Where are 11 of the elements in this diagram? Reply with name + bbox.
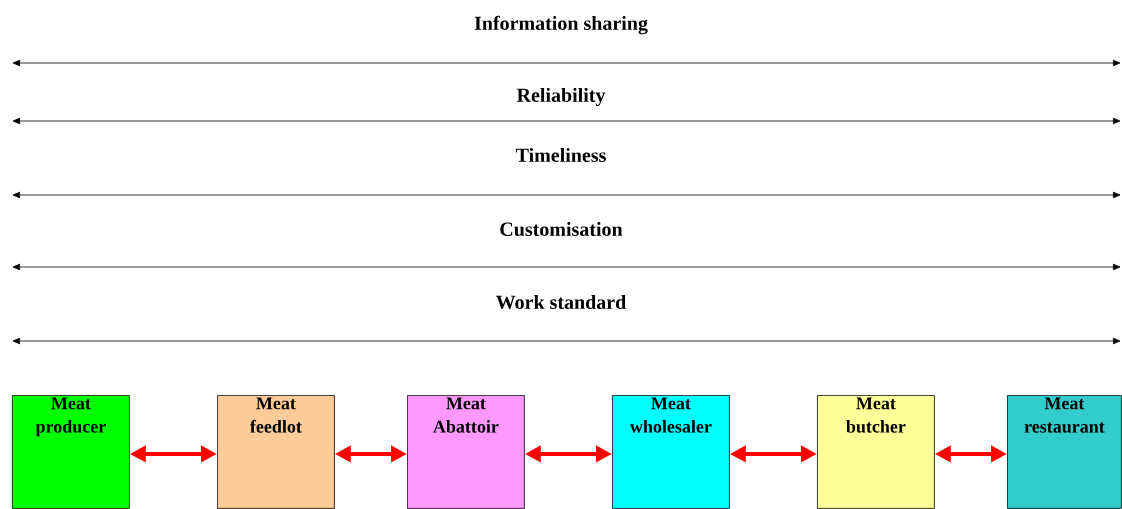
process-box: Meat restaurant — [1007, 395, 1122, 509]
heading: Timeliness — [515, 147, 606, 162]
process-box: Meat producer — [12, 395, 130, 509]
process-box: Meat Abattoir — [407, 395, 525, 509]
heading: Reliability — [516, 87, 606, 107]
process-box: Meat butcher — [817, 395, 935, 509]
heading: Customisation — [500, 221, 623, 237]
process-box: Meat wholesaler — [612, 395, 730, 509]
heading: Work standard — [496, 294, 627, 310]
heading: Information sharing — [474, 15, 648, 35]
process-box: Meat feedlot — [217, 395, 335, 509]
